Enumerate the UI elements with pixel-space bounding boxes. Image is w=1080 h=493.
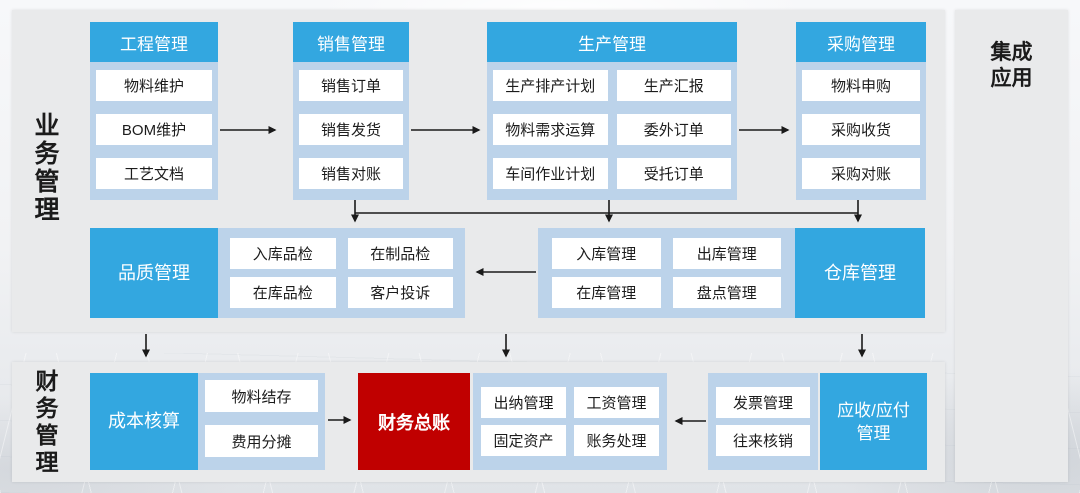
item-stocktake-management: 盘点管理	[672, 277, 781, 308]
integration-panel: 集成应用	[955, 10, 1068, 482]
item-instock-management: 在库管理	[552, 277, 661, 308]
business-section-label: 业务管理	[34, 112, 60, 224]
item-workshop-plan: 车间作业计划	[493, 158, 608, 189]
group-procurement-header: 采购管理	[796, 22, 926, 62]
item-sales-reconciliation: 销售对账	[299, 158, 403, 189]
item-consignment-order: 受托订单	[616, 158, 731, 189]
item-material-maintenance: 物料维护	[96, 70, 212, 101]
item-customer-complaint: 客户投诉	[347, 277, 453, 308]
item-outbound-management: 出库管理	[672, 238, 781, 269]
group-engineering: 工程管理 物料维护 BOM维护 工艺文档	[90, 22, 218, 200]
cost-accounting-box: 成本核算	[90, 373, 198, 470]
item-material-requisition: 物料申购	[802, 70, 920, 101]
group-cost-accounting: 成本核算 物料结存 费用分摊	[90, 373, 325, 470]
quality-management-box: 品质管理	[90, 228, 218, 318]
group-production: 生产管理 生产排产计划 生产汇报 物料需求运算 委外订单 车间作业计划 受托订单	[487, 22, 737, 200]
item-purchase-reconciliation: 采购对账	[802, 158, 920, 189]
group-production-header: 生产管理	[487, 22, 737, 62]
ar-ap-line2: 管理	[856, 423, 891, 443]
group-sales-header: 销售管理	[293, 22, 409, 62]
warehouse-management-box: 仓库管理	[795, 228, 925, 318]
group-engineering-header: 工程管理	[90, 22, 218, 62]
item-outsource-order: 委外订单	[616, 114, 731, 145]
group-invoice-arap: 发票管理 往来核销 应收/应付 管理	[708, 373, 927, 470]
item-mrp: 物料需求运算	[493, 114, 608, 145]
item-current-writeoff: 往来核销	[716, 425, 810, 456]
item-inprocess-inspection: 在制品检	[347, 238, 453, 269]
item-cashier-management: 出纳管理	[481, 387, 566, 418]
item-payroll-management: 工资管理	[574, 387, 659, 418]
item-bom-maintenance: BOM维护	[96, 114, 212, 145]
item-sales-delivery: 销售发货	[299, 114, 403, 145]
group-procurement: 采购管理 物料申购 采购收货 采购对账	[796, 22, 926, 200]
group-quality: 品质管理 入库品检 在制品检 在库品检 客户投诉	[90, 228, 465, 318]
ar-ap-management-box: 应收/应付 管理	[820, 373, 927, 470]
item-fixed-assets: 固定资产	[481, 425, 566, 456]
item-invoice-management: 发票管理	[716, 387, 810, 418]
item-account-processing: 账务处理	[574, 425, 659, 456]
ar-ap-line1: 应收/应付	[837, 400, 910, 420]
item-purchase-receipt: 采购收货	[802, 114, 920, 145]
item-expense-allocation: 费用分摊	[205, 425, 318, 457]
group-sales: 销售管理 销售订单 销售发货 销售对账	[293, 22, 409, 200]
item-production-report: 生产汇报	[616, 70, 731, 101]
group-cashier: 出纳管理 工资管理 固定资产 账务处理	[473, 373, 667, 470]
item-incoming-inspection: 入库品检	[230, 238, 336, 269]
item-process-document: 工艺文档	[96, 158, 212, 189]
item-production-schedule: 生产排产计划	[493, 70, 608, 101]
item-material-balance: 物料结存	[205, 380, 318, 412]
finance-section-label: 财务管理	[35, 368, 59, 475]
item-sales-order: 销售订单	[299, 70, 403, 101]
item-inbound-management: 入库管理	[552, 238, 661, 269]
item-instock-inspection: 在库品检	[230, 277, 336, 308]
integration-title: 集成应用	[990, 41, 1033, 90]
general-ledger-box: 财务总账	[358, 373, 470, 470]
group-warehouse: 入库管理 出库管理 在库管理 盘点管理 仓库管理	[538, 228, 925, 318]
